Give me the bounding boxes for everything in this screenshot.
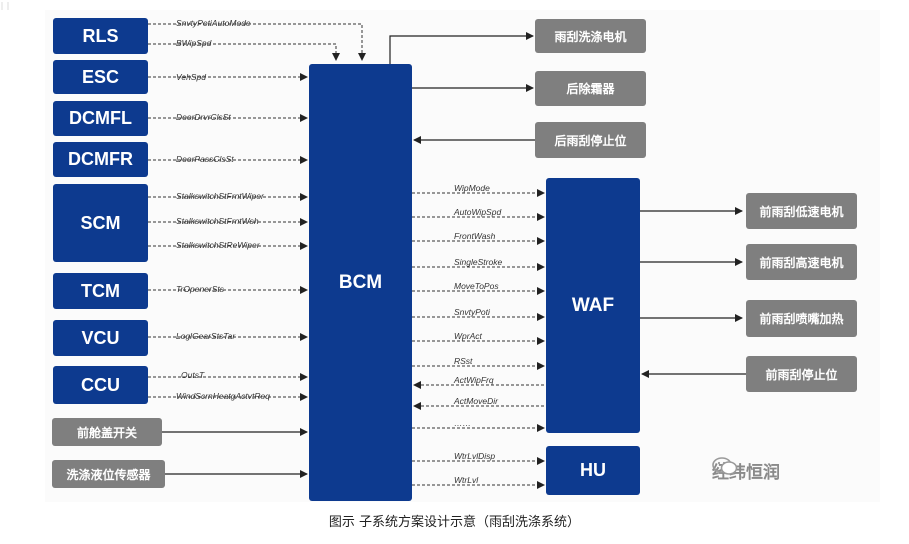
front-wiper-low-speed-motor-label: 前雨刮低速电机 [759,204,844,219]
ecu-ccu-label: CCU [81,374,120,395]
signal-stalk-frnt-wiper: StalkswitchStFrntWiper [176,191,264,201]
ecu-scm-label: SCM [80,212,121,233]
signal-act-wip-frq: ActWipFrq [454,375,494,385]
rear-wiper-motor-label: 雨刮洗涤电机 [554,29,627,44]
rear-defroster-label: 后除霜器 [566,82,615,96]
ecu-dcmfl: DCMFL [53,101,148,136]
ecu-vcu-label: VCU [81,327,120,348]
signal-outs-t: OutsT [181,370,205,380]
ecu-tcm: TCM [53,273,148,309]
ecu-dcmfr-label: DCMFR [68,149,133,169]
conn-bwip-spd [148,43,340,61]
ecu-tcm-label: TCM [81,280,120,301]
front-wiper-nozzle-heater-label: 前雨刮喷嘴加热 [759,312,844,326]
ecu-dcmfr: DCMFR [53,142,148,177]
front-wiper-low-speed-motor: 前雨刮低速电机 [746,193,857,229]
signal-wind-scrn-heatg: WindScrnHeatgActvtReq [176,391,270,401]
ecu-scm: SCM [53,184,148,262]
conn-snsty-poti-auto-mode [148,23,366,61]
front-hood-switch-label: 前舱盖开关 [76,425,137,440]
signal-auto-wip-spd: AutoWipSpd [454,207,502,217]
diagram-canvas [45,10,880,502]
front-wiper-park-position: 前雨刮停止位 [746,356,857,392]
signal-stalk-frnt-wsh: StalkswitchStFrntWsh [176,216,259,226]
signal-veh-spd: VehSpd [176,72,206,82]
ecu-rls: RLS [53,18,148,54]
controller-waf: WAF [546,178,640,433]
signal-tr-opener-sts: TrOpenerSts [176,284,225,294]
signal-door-pass-cls-st: DoorPassClsSt [176,154,234,164]
front-wiper-high-speed-motor: 前雨刮高速电机 [746,244,857,280]
ecu-vcu: VCU [53,320,148,356]
signal-wtr-lvl-disp: WtrLvlDisp [454,451,496,461]
front-hood-switch: 前舱盖开关 [52,418,162,446]
front-wiper-nozzle-heater: 前雨刮喷嘴加热 [746,300,857,337]
signal-front-wash: FrontWash [454,231,496,241]
signal-bwip-spd: BWipSpd [176,38,212,48]
controller-hu: HU [546,446,640,495]
conn-rear-wiper-motor [389,32,534,64]
signal-door-drvr-cls-st: DoorDrvrClsSt [176,112,231,122]
controller-bcm-label: BCM [338,271,383,293]
ecu-esc: ESC [53,60,148,94]
signal-single-stroke: SingleStroke [454,257,503,267]
ecu-rls-label: RLS [82,25,119,46]
ecu-esc-label: ESC [81,66,119,87]
ecu-dcmfl-label: DCMFL [69,108,132,128]
signal-snsty-poti-auto-mode: SnvtyPotiAutoMode [176,18,251,28]
crop-mark-icon [1,2,9,10]
signal-ellipsis: …… [454,418,471,428]
signal-act-move-dir: ActMoveDir [454,396,498,406]
front-wiper-high-speed-motor-label: 前雨刮高速电机 [759,255,844,270]
ecu-ccu: CCU [53,366,148,404]
washer-level-sensor-label: 洗涤液位传感器 [66,467,151,482]
figure-caption: 图示 子系统方案设计示意（雨刮洗涤系统） [328,515,581,530]
signal-wip-mode: WipMode [454,183,490,193]
signal-stalk-re-wiper: StalkswitchStReWiper [176,240,260,250]
rear-defroster: 后除霜器 [535,71,646,106]
wechat-icon [712,457,738,475]
signal-move-to-pos: MoveToPos [454,281,499,291]
washer-level-sensor: 洗涤液位传感器 [52,460,165,488]
watermark: 经纬恒润 [712,456,852,484]
front-wiper-park-position-label: 前雨刮停止位 [765,367,838,382]
rear-wiper-park-position: 后雨刮停止位 [535,122,646,158]
rear-wiper-park-position-label: 后雨刮停止位 [554,133,627,148]
signal-wtr-lvl: WtrLvl [454,475,479,485]
controller-hu-label: HU [580,460,606,480]
controller-bcm: BCM [309,64,412,501]
signal-rst: RSst [454,356,473,366]
controller-waf-label: WAF [571,294,615,316]
signal-snty-poti: SnvtyPoti [454,307,490,317]
signal-logl-gear-sts-tar: LoglGearStsTar [176,331,236,341]
rear-wiper-motor: 雨刮洗涤电机 [535,19,646,53]
signal-wpr-act: WprAct [454,331,482,341]
